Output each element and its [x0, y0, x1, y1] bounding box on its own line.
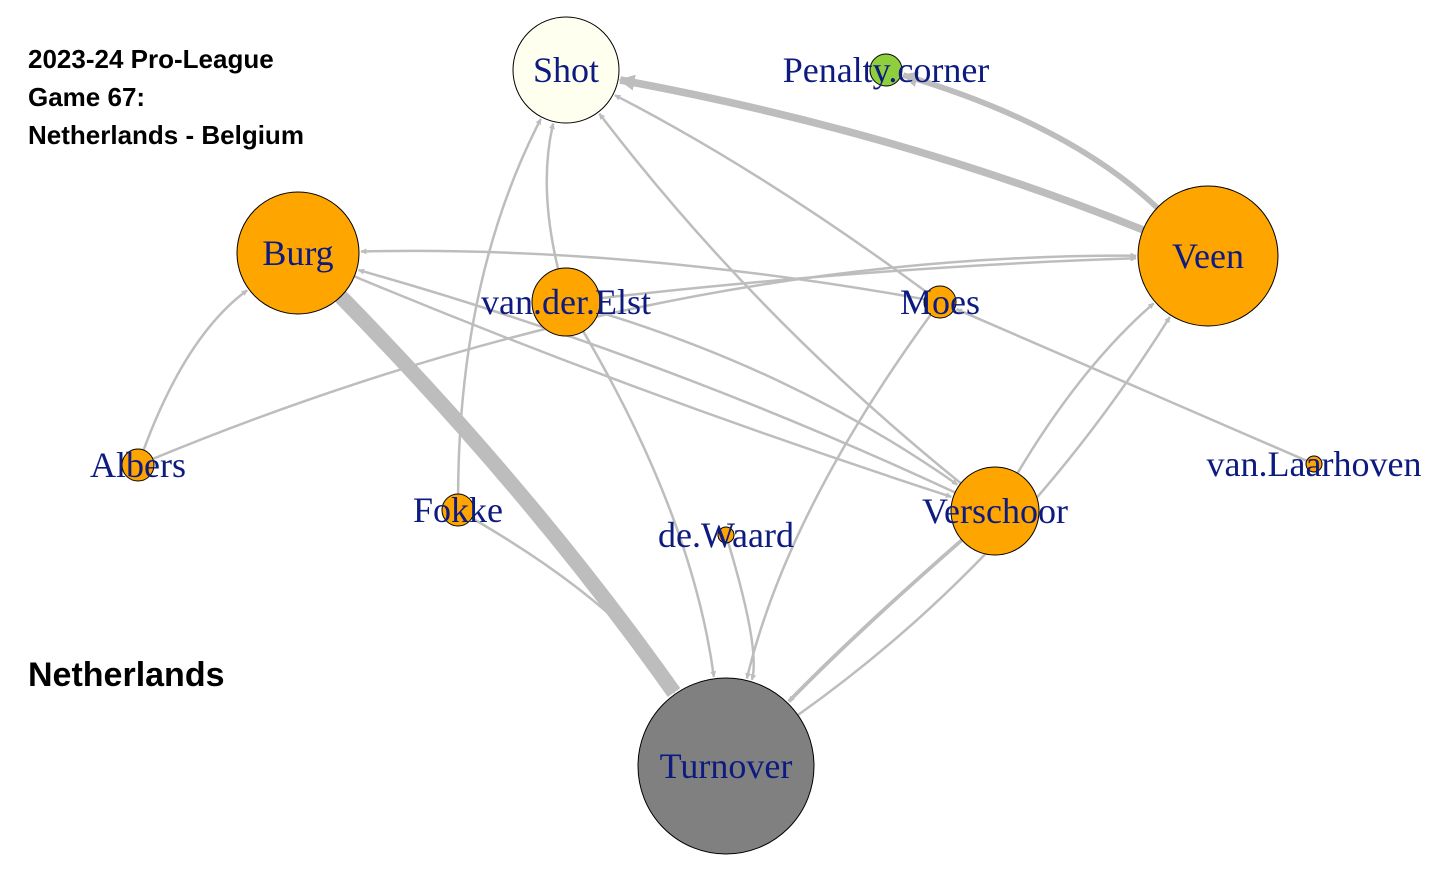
node-label-fokke: Fokke — [413, 490, 503, 530]
node-label-van-der-elst: van.der.Elst — [481, 282, 651, 322]
edge-moes-to-burg — [360, 248, 925, 301]
node-moes — [923, 285, 957, 319]
node-label-turnover: Turnover — [660, 746, 793, 786]
node-label-veen: Veen — [1172, 236, 1244, 276]
edge-van_der_elst-to-turnover — [582, 330, 717, 678]
edge-van_laarhoven-to-moes — [955, 308, 1308, 462]
node-albers — [121, 448, 155, 482]
edge-moes-to-shot — [614, 94, 928, 294]
node-burg — [236, 191, 360, 315]
edge-van_der_elst-to-veen — [599, 255, 1137, 300]
nodes-layer — [121, 16, 1323, 855]
node-veen — [1137, 185, 1279, 327]
node-fokke — [441, 493, 475, 527]
edge-van_der_elst-to-shot — [545, 122, 560, 270]
edge-verschoor-to-turnover — [787, 538, 964, 703]
node-label-burg: Burg — [262, 233, 333, 273]
node-turnover — [637, 677, 815, 855]
team-label: Netherlands — [28, 656, 225, 694]
edge-moes-to-turnover — [745, 314, 932, 680]
edge-veen-to-shot — [618, 74, 1145, 234]
edge-veen-to-penalty_corner — [901, 71, 1160, 210]
node-verschoor — [950, 466, 1040, 556]
node-label-penalty-corner: Penalty.corner — [783, 50, 990, 90]
title-line-1: 2023-24 Pro-League — [28, 44, 274, 74]
edges-layer — [142, 71, 1308, 717]
node-label-moes: Moes — [900, 282, 980, 322]
title-line-3: Netherlands - Belgium — [28, 120, 304, 150]
node-label-van-laarhoven: van.Laarhoven — [1207, 444, 1422, 484]
edge-verschoor-to-shot — [598, 112, 962, 485]
node-label-de-waard: de.Waard — [658, 515, 794, 555]
node-penalty-corner — [869, 53, 903, 87]
edge-verschoor-to-veen — [1016, 302, 1155, 474]
node-van-der-elst — [531, 267, 601, 337]
edge-fokke-to-shot — [456, 118, 542, 495]
edge-van_der_elst-to-verschoor — [598, 310, 959, 486]
node-label-shot: Shot — [533, 50, 599, 90]
node-van-laarhoven — [1305, 455, 1323, 473]
node-label-verschoor: Verschoor — [922, 491, 1068, 531]
title-line-2: Game 67: — [28, 82, 146, 112]
edge-albers-to-veen — [152, 252, 1137, 461]
node-shot — [512, 16, 620, 124]
edge-albers-to-burg — [142, 289, 248, 451]
node-label-albers: Albers — [90, 445, 186, 485]
edge-burg-to-verschoor — [353, 275, 952, 498]
edge-verschoor-to-burg — [358, 268, 956, 494]
edge-de_waard-to-turnover — [727, 542, 757, 681]
node-de-waard — [717, 526, 735, 544]
edge-fokke-to-turnover — [471, 516, 679, 692]
